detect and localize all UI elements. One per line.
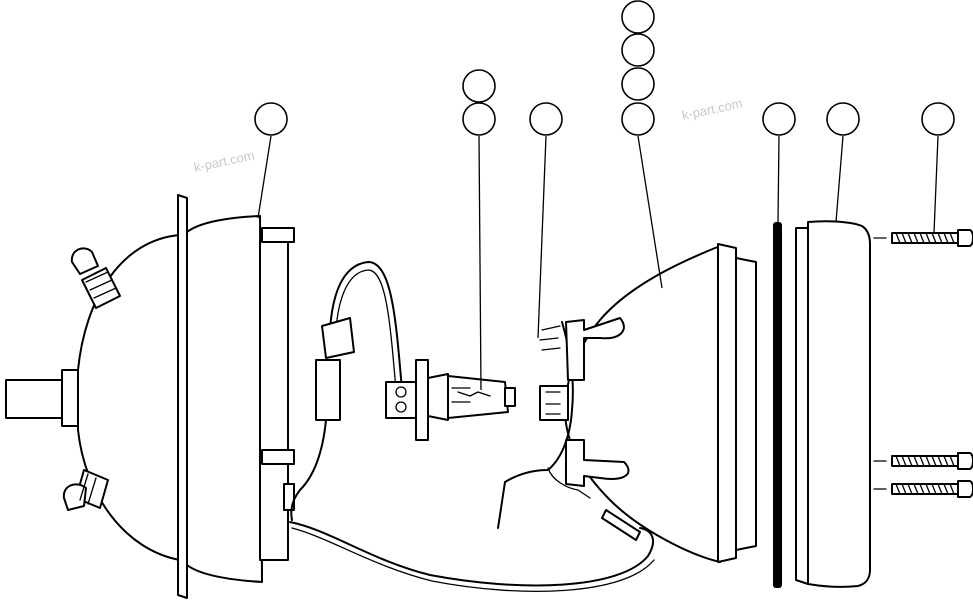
- lower-nut: [62, 469, 109, 511]
- reflector-bowl: [564, 245, 721, 563]
- housing-tab-top: [261, 227, 295, 243]
- wiring-harness: [289, 261, 655, 592]
- upper-nut: [70, 247, 121, 309]
- callout-lens-rim: [826, 102, 860, 136]
- callout-reflector-1: [621, 0, 655, 34]
- housing-bezel: [186, 215, 263, 583]
- callout-screws: [921, 102, 955, 136]
- rear-shaft: [5, 379, 67, 419]
- wire-sleeve: [315, 359, 341, 421]
- housing-tab-mid: [261, 449, 295, 465]
- callout-bulb-lower: [462, 102, 496, 136]
- clip-bracket-bottom: [565, 439, 630, 487]
- leader-lines: [257, 135, 939, 391]
- callout-bulb-upper: [462, 69, 496, 103]
- callout-reflector-2: [621, 33, 655, 67]
- screw-bottom: [873, 480, 973, 498]
- watermark-4: k-part.com: [681, 95, 744, 122]
- bulb-flange: [415, 359, 429, 441]
- reflector-unit: [497, 243, 757, 563]
- spade-terminal: [601, 509, 641, 541]
- clip-bracket-top: [565, 317, 625, 381]
- callout-reflector-4: [621, 102, 655, 136]
- housing-tab-low: [283, 483, 295, 511]
- mounting-flange: [177, 194, 188, 599]
- callout-reflector-3: [621, 67, 655, 101]
- bulb-glass: [447, 375, 509, 419]
- bulb-clip: [497, 321, 574, 529]
- halogen-bulb: [385, 359, 516, 441]
- watermark-1: k-part.com: [193, 147, 256, 174]
- bulb-tip: [504, 387, 516, 407]
- bulb-base: [427, 373, 449, 421]
- callout-gasket: [762, 102, 796, 136]
- screw-middle: [873, 452, 973, 470]
- wire-connector: [321, 317, 355, 359]
- screw-top: [873, 229, 973, 247]
- housing-assembly: [5, 194, 295, 599]
- callout-bulb-clip: [529, 102, 563, 136]
- lens-rim: [795, 220, 871, 588]
- callout-housing: [254, 102, 288, 136]
- clip-holder: [539, 385, 569, 421]
- rubber-gasket: [773, 222, 782, 588]
- housing-inner-ring: [259, 239, 289, 561]
- reflector-lip: [735, 257, 757, 551]
- reflector-rim: [717, 243, 737, 563]
